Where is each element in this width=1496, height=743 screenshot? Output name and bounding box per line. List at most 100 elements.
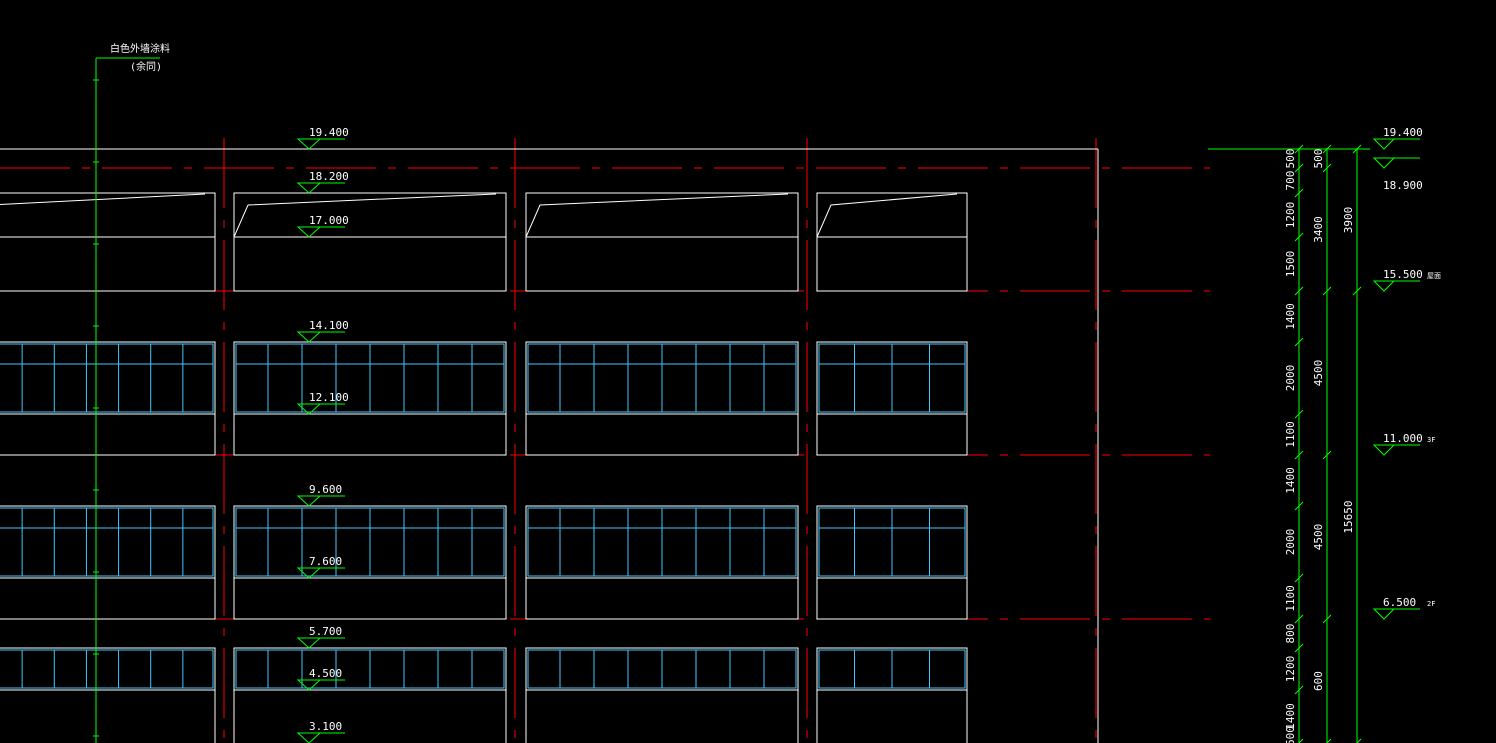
dimension-chain-2-tick xyxy=(1322,144,1332,154)
dimension-chain-1-tick xyxy=(1294,614,1304,624)
level-symbol: 12.100 xyxy=(296,391,349,415)
level-value: 6.500 xyxy=(1383,596,1416,609)
level-symbol: 5.700 xyxy=(296,625,345,649)
level-symbol: 15.500 屋面 xyxy=(1372,268,1441,292)
dimension-chain-1-value: 1500 xyxy=(1284,251,1297,278)
level-symbol: 7.600 xyxy=(296,555,345,579)
level-value: 3.100 xyxy=(309,720,342,733)
dimension-chain-2-tick xyxy=(1322,163,1332,173)
level-symbol: 3.100 xyxy=(296,720,345,743)
level-symbol: 4.500 xyxy=(296,667,345,691)
level-value: 18.200 xyxy=(309,170,349,183)
storey-wall-panel xyxy=(0,647,216,743)
dimension-chain-1-tick xyxy=(1294,286,1304,296)
right-level-marks: 19.400 18.900 15.500 屋面 11.000 3F 6.500 2F xyxy=(1372,126,1441,620)
material-note-line1: 白色外墙涂料 xyxy=(110,42,170,55)
dimension-chain-1-value: 1400 xyxy=(1284,703,1297,730)
floor-tag: 2F xyxy=(1427,600,1435,608)
storey-wall-panel xyxy=(233,341,507,456)
level-symbol: 11.000 3F xyxy=(1372,432,1435,456)
storey-wall-panel xyxy=(0,341,216,456)
roof-slope-line xyxy=(0,193,206,205)
storey-wall-panel xyxy=(816,647,968,743)
storey-wall-panel xyxy=(0,505,216,620)
dimension-chain-2-value: 600 xyxy=(1312,671,1325,691)
floor-tag: 3F xyxy=(1427,436,1435,444)
dimension-chain-2-value: 4500 xyxy=(1312,360,1325,387)
dimension-chain-3-value: 15650 xyxy=(1342,500,1355,533)
storey-wall-panel xyxy=(816,505,968,620)
dimension-chain-1-tick xyxy=(1298,738,1304,743)
dimension-chain-1-value: 600 xyxy=(1284,726,1297,743)
dimension-chain-1-tick xyxy=(1294,573,1304,583)
dimension-chain-1-value: 2000 xyxy=(1284,529,1297,556)
dimension-chain-3-tick xyxy=(1356,738,1362,743)
dimension-chain-1-value: 700 xyxy=(1284,171,1297,191)
facade-level-marks: 19.400 18.200 17.000 14.100 12.100 9.600 7.600… xyxy=(296,126,349,743)
dimension-chain-1-tick xyxy=(1294,643,1304,653)
level-value: 19.400 xyxy=(1383,126,1423,139)
storey-wall-panel xyxy=(525,505,799,620)
dimension-chain-1-value: 500 xyxy=(1284,149,1297,169)
dimension-chain-3-value: 3900 xyxy=(1342,207,1355,234)
level-value: 15.500 xyxy=(1383,268,1423,281)
dimension-chain-1-tick xyxy=(1294,232,1304,242)
dimension-chain-1-value: 1100 xyxy=(1284,585,1297,612)
level-symbol: 9.600 xyxy=(296,483,345,507)
dimension-chain-2-tick xyxy=(1322,450,1332,460)
dimension-chain-2-value: 4500 xyxy=(1312,524,1325,551)
dimension-chain-1-tick xyxy=(1294,188,1304,198)
floor-tag: 屋面 xyxy=(1427,272,1441,280)
level-symbol: 6.500 2F xyxy=(1372,596,1435,620)
dimension-chain-2-tick xyxy=(1326,738,1332,743)
level-value: 7.600 xyxy=(309,555,342,568)
dimension-chain-1-tick xyxy=(1294,409,1304,419)
level-symbol: 18.900 xyxy=(1372,157,1423,192)
roof-slope-line xyxy=(816,193,958,238)
storey-wall-panel xyxy=(525,647,799,743)
storey-wall-panel xyxy=(816,341,968,456)
storey-wall-panel xyxy=(525,341,799,456)
window-units xyxy=(0,343,966,689)
level-value: 18.900 xyxy=(1383,179,1423,192)
level-symbol: 19.400 xyxy=(296,126,349,150)
dimension-chain-1-value: 1200 xyxy=(1284,656,1297,683)
level-value: 11.000 xyxy=(1383,432,1423,445)
dimension-chain-2-tick xyxy=(1322,614,1332,624)
level-value: 5.700 xyxy=(309,625,342,638)
material-note-line2: (余同) xyxy=(130,60,162,73)
facade-outline xyxy=(0,148,1099,743)
dimension-chain-3-tick xyxy=(1352,286,1362,296)
dimension-chain-1-value: 1200 xyxy=(1284,202,1297,229)
dimension-chain-1-tick xyxy=(1294,450,1304,460)
top-wall-panel xyxy=(525,192,799,292)
dimension-chain-3-tick xyxy=(1352,144,1362,154)
level-value: 14.100 xyxy=(309,319,349,332)
storey-wall-panel xyxy=(233,505,507,620)
dimension-chain-2-value: 500 xyxy=(1312,149,1325,169)
window-frame xyxy=(0,507,214,577)
level-value: 4.500 xyxy=(309,667,342,680)
dimension-chain-1-tick xyxy=(1294,501,1304,511)
dimension-chain-1-tick xyxy=(1294,144,1304,154)
dimension-chain-1-tick xyxy=(1294,163,1304,173)
level-value: 19.400 xyxy=(309,126,349,139)
top-wall-panel xyxy=(0,192,216,292)
level-value: 17.000 xyxy=(309,214,349,227)
window-frame xyxy=(0,343,214,413)
level-symbol: 19.400 xyxy=(1372,126,1423,150)
dimension-chain-2-value: 3400 xyxy=(1312,216,1325,243)
dimension-chains: 5007001200150014002000110014002000110080… xyxy=(1208,144,1370,743)
dimension-chain-1-tick xyxy=(1294,685,1304,695)
window-frame xyxy=(0,649,214,689)
level-value: 12.100 xyxy=(309,391,349,404)
roof-slope-line xyxy=(233,193,497,238)
storey-wall-panel xyxy=(233,647,507,743)
level-symbol: 14.100 xyxy=(296,319,349,343)
dimension-chain-1-value: 2000 xyxy=(1284,365,1297,392)
material-leader: 白色外墙涂料 (余同) xyxy=(93,42,170,743)
dimension-chain-1-value: 1100 xyxy=(1284,421,1297,448)
dimension-chain-1-value: 1400 xyxy=(1284,467,1297,494)
top-wall-panel xyxy=(233,192,507,292)
dimension-chain-1-value: 1400 xyxy=(1284,303,1297,330)
